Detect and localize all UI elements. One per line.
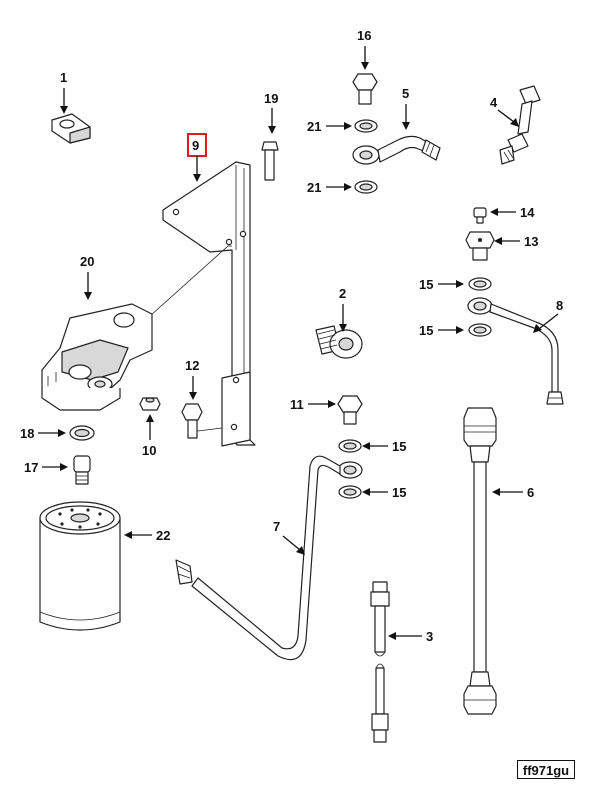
part-clip <box>51 113 91 144</box>
part-bolt-13 <box>465 231 495 261</box>
callout-2: 2 <box>339 286 347 332</box>
svg-text:8: 8 <box>556 298 563 313</box>
callout-15-c: 15 <box>362 439 406 454</box>
part-nut-10 <box>139 397 161 411</box>
callout-20: 20 <box>80 254 94 300</box>
part-bolt-19 <box>261 141 279 181</box>
callout-22: 22 <box>124 528 170 543</box>
svg-text:2: 2 <box>339 286 346 301</box>
part-hose-3 <box>370 581 390 743</box>
part-washer-15-a <box>468 277 492 291</box>
callout-8: 8 <box>533 298 563 333</box>
callout-17: 17 <box>24 460 68 475</box>
svg-text:15: 15 <box>419 323 433 338</box>
callout-9: 9 <box>187 133 207 182</box>
part-line-7 <box>175 455 363 661</box>
part-bolt-12 <box>181 403 203 439</box>
part-washer-21-lower <box>354 180 378 194</box>
callout-14: 14 <box>490 205 535 220</box>
part-bracket <box>149 161 256 447</box>
svg-text:11: 11 <box>290 397 304 412</box>
part-hose-6 <box>463 407 497 715</box>
part-fitting-4 <box>499 85 541 165</box>
part-filter-22 <box>39 501 121 631</box>
svg-text:21: 21 <box>307 180 321 195</box>
part-fitting-2 <box>315 325 363 359</box>
part-banjo-bolt-11 <box>337 395 363 425</box>
part-washer-15-c <box>338 439 362 453</box>
callout-10: 10 <box>142 414 156 458</box>
callout-11: 11 <box>290 397 336 412</box>
svg-text:14: 14 <box>520 205 535 220</box>
part-banjo-bolt-16 <box>352 73 378 105</box>
part-washer-21-upper <box>354 119 378 133</box>
callout-13: 13 <box>494 234 538 249</box>
callout-15-a: 15 <box>419 277 464 292</box>
svg-text:18: 18 <box>20 426 34 441</box>
part-adapter-17 <box>73 455 91 485</box>
svg-text:20: 20 <box>80 254 94 269</box>
part-filter-head <box>41 303 153 411</box>
callout-16: 16 <box>357 28 371 70</box>
svg-text:1: 1 <box>60 70 67 85</box>
svg-text:21: 21 <box>307 119 321 134</box>
callout-21-a: 21 <box>307 119 352 134</box>
part-washer-15-d <box>338 485 362 499</box>
callout-18: 18 <box>20 426 66 441</box>
callout-7: 7 <box>273 519 305 555</box>
svg-text:9: 9 <box>192 138 199 153</box>
svg-text:13: 13 <box>524 234 538 249</box>
svg-text:6: 6 <box>527 485 534 500</box>
svg-text:4: 4 <box>490 95 498 110</box>
part-washer-15-b <box>468 323 492 337</box>
part-line-8 <box>467 297 564 405</box>
svg-text:3: 3 <box>426 629 433 644</box>
svg-text:22: 22 <box>156 528 170 543</box>
callout-19: 19 <box>264 91 278 134</box>
svg-text:19: 19 <box>264 91 278 106</box>
part-fitting-5 <box>352 135 441 165</box>
part-screw-14 <box>473 207 487 224</box>
callout-5: 5 <box>402 86 410 130</box>
callout-15-d: 15 <box>362 485 406 500</box>
part-seal-18 <box>69 425 95 441</box>
svg-text:5: 5 <box>402 86 409 101</box>
svg-text:15: 15 <box>392 485 406 500</box>
callout-1: 1 <box>60 70 68 114</box>
callout-4: 4 <box>490 95 519 127</box>
svg-text:15: 15 <box>419 277 433 292</box>
svg-text:17: 17 <box>24 460 38 475</box>
svg-text:15: 15 <box>392 439 406 454</box>
callout-3: 3 <box>388 629 433 644</box>
svg-text:16: 16 <box>357 28 371 43</box>
svg-text:10: 10 <box>142 443 156 458</box>
svg-text:12: 12 <box>185 358 199 373</box>
svg-text:7: 7 <box>273 519 280 534</box>
callout-6: 6 <box>492 485 534 500</box>
callout-12: 12 <box>185 358 199 400</box>
callout-15-b: 15 <box>419 323 464 338</box>
figure-reference-label: ff971gu <box>517 760 575 779</box>
callout-21-b: 21 <box>307 180 352 195</box>
